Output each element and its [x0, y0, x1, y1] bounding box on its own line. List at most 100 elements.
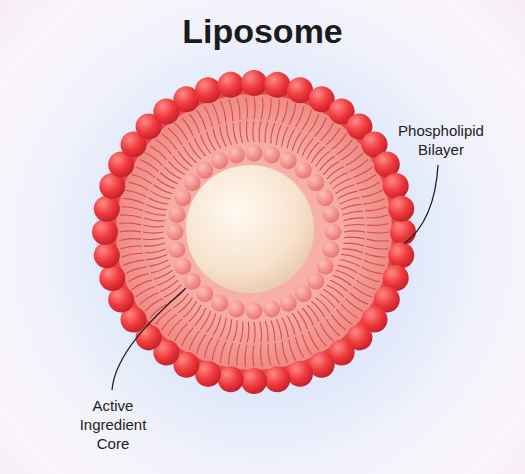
lipid-tail — [353, 286, 372, 297]
lipid-tail — [336, 140, 352, 155]
active-core — [186, 165, 314, 293]
outer-head-group — [218, 72, 244, 98]
outer-head-group — [390, 219, 416, 245]
outer-head-group — [195, 77, 221, 103]
lipid-tail — [119, 239, 141, 241]
part-label: Active Ingredient Core — [68, 396, 158, 453]
lipid-tail — [268, 98, 271, 120]
lipid-tail — [342, 211, 363, 215]
lipid-tail — [330, 173, 348, 184]
lipid-tail — [341, 146, 358, 160]
lipid-tail — [302, 110, 311, 130]
inner-head-group — [263, 301, 280, 318]
lipid-tail — [246, 97, 248, 119]
lipid-tail — [353, 167, 372, 178]
lipid-tail — [195, 308, 206, 326]
lipid-tail — [326, 319, 340, 336]
lipid-tail — [343, 218, 364, 221]
lipid-tail — [173, 294, 188, 308]
lipid-tail — [168, 128, 182, 145]
lipid-tail — [282, 341, 288, 362]
lipid-tail — [147, 254, 167, 259]
lipid-tail — [320, 123, 333, 141]
lipid-tail — [240, 122, 243, 143]
lipid-tail — [276, 125, 281, 145]
lipid-tail — [344, 237, 365, 239]
lipid-tail — [253, 121, 254, 142]
lipid-tail — [340, 260, 360, 267]
inner-head-group — [317, 189, 334, 206]
outer-head-groups — [92, 70, 416, 394]
lipid-tail — [126, 267, 147, 274]
lipid-tail — [338, 191, 358, 199]
lipid-tail — [344, 231, 365, 232]
lipid-tail — [271, 320, 275, 341]
lipid-tail — [145, 298, 163, 311]
lipid-tail — [307, 305, 319, 322]
inner-head-group — [280, 152, 297, 169]
lipid-tail — [237, 344, 240, 366]
bilayer-disc — [104, 82, 404, 382]
lipid-tail — [327, 285, 344, 297]
lipid-tail — [365, 253, 387, 257]
lipid-tail — [157, 179, 175, 189]
lipid-tail — [320, 294, 335, 308]
lipid-tail — [182, 118, 194, 137]
inner-head-group — [295, 162, 312, 179]
lipid-tail — [345, 298, 363, 311]
inner-head-group — [196, 285, 213, 302]
lipid-tail — [297, 311, 307, 329]
outer-head-group — [287, 361, 313, 387]
inner-head-group — [317, 258, 334, 275]
lipid-tail — [247, 322, 249, 343]
inner-head-group — [307, 273, 324, 290]
inner-head-group — [184, 174, 201, 191]
lipid-tail — [359, 274, 379, 282]
lipid-tail — [119, 223, 141, 225]
lipid-tail — [129, 274, 149, 282]
lipid-tail — [148, 198, 168, 205]
lipid-tail — [330, 280, 348, 291]
lipid-tail — [363, 198, 384, 204]
lipid-tail — [259, 121, 261, 142]
lipid-tail — [140, 293, 159, 305]
lipid-tail — [302, 138, 313, 156]
outer-head-group — [264, 366, 290, 392]
lipid-tail — [162, 134, 177, 150]
lipid-tail — [344, 224, 365, 226]
lipid-tail — [213, 129, 221, 149]
lipid-tail — [333, 179, 351, 189]
lipid-tail — [356, 280, 376, 289]
lipid-tail — [226, 319, 231, 339]
lipid-tail — [367, 224, 389, 226]
lipid-tail — [189, 331, 200, 350]
outer-head-group — [383, 173, 409, 199]
lipid-tail — [189, 305, 201, 322]
lipid-tail — [341, 254, 361, 259]
lipid-tails — [119, 97, 389, 367]
inner-head-group — [174, 189, 191, 206]
lipid-tail — [129, 182, 149, 190]
lipid-tail — [302, 308, 313, 326]
lipid-tail — [367, 232, 389, 233]
lipid-tail — [349, 160, 368, 172]
outer-head-group — [94, 242, 120, 268]
lipid-tail — [302, 334, 311, 354]
lipid-tail — [183, 301, 196, 317]
lipid-tail — [316, 151, 330, 166]
lipid-tail — [150, 304, 167, 318]
lipid-tail — [201, 135, 211, 153]
outer-head-group — [241, 70, 267, 96]
lipid-tail — [229, 99, 233, 121]
lipid-tail — [189, 114, 200, 133]
lipid-tail — [323, 161, 339, 174]
outer-head-group — [99, 265, 125, 291]
inner-head-group — [184, 273, 201, 290]
lipid-tail — [340, 198, 360, 205]
inner-head-group — [246, 303, 263, 320]
inner-head-group — [167, 224, 184, 241]
lipid-tail — [271, 123, 275, 144]
lipid-tail — [195, 138, 206, 156]
lipid-tail — [276, 319, 281, 339]
lipid-tail — [326, 128, 340, 145]
